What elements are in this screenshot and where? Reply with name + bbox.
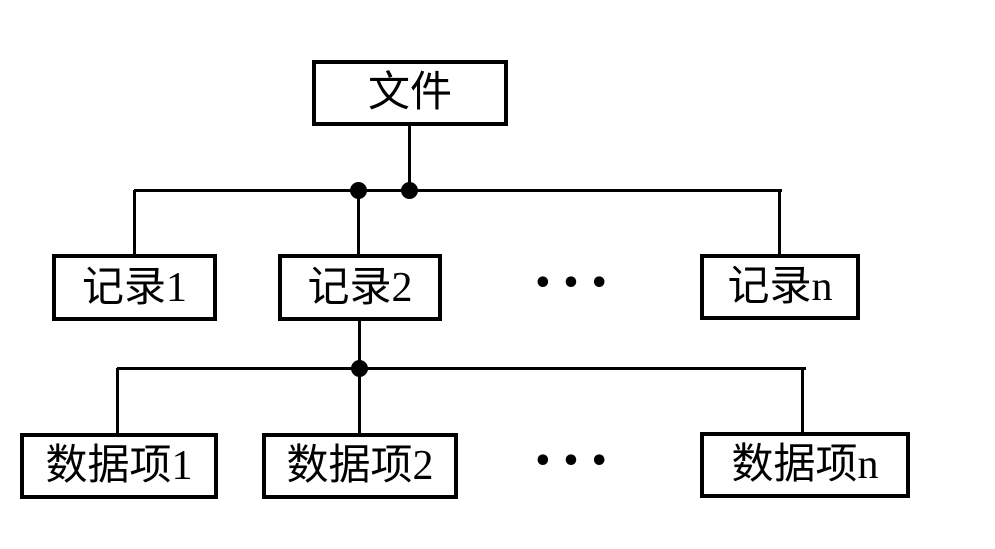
- data-item-n-label: 数据项n: [731, 442, 879, 488]
- connector-drop-data-item-2: [358, 368, 361, 435]
- connector-records-horizontal: [134, 189, 782, 192]
- record-2-label: 记录2: [307, 264, 413, 311]
- record-1-node: 记录1: [52, 254, 217, 321]
- junction-dot-record-2-branch: [350, 182, 367, 199]
- file-node: 文件: [312, 60, 508, 126]
- connector-drop-data-item-1: [116, 368, 119, 435]
- connector-drop-data-item-n: [801, 368, 804, 434]
- data-item-n-node: 数据项n: [700, 432, 910, 498]
- connector-items-horizontal: [117, 367, 806, 370]
- data-item-1-label: 数据项1: [45, 443, 193, 489]
- connector-drop-record-2: [357, 190, 360, 256]
- record-1-label: 记录1: [81, 264, 187, 311]
- connector-drop-record-n: [778, 190, 781, 256]
- data-item-1-node: 数据项1: [20, 433, 218, 499]
- file-node-label: 文件: [367, 70, 452, 116]
- connector-drop-record-1: [133, 190, 136, 256]
- connector-record-2-to-items: [358, 317, 361, 369]
- connector-file-to-records: [408, 124, 411, 190]
- junction-dot-file-join: [401, 182, 418, 199]
- record-n-node: 记录n: [700, 254, 860, 320]
- records-ellipsis: •••: [533, 266, 618, 301]
- data-item-2-label: 数据项2: [286, 443, 434, 489]
- record-n-label: 记录n: [727, 264, 833, 310]
- data-items-ellipsis: •••: [533, 444, 618, 479]
- record-2-node: 记录2: [278, 254, 442, 321]
- junction-dot-items-branch: [351, 360, 368, 377]
- data-item-2-node: 数据项2: [262, 433, 458, 499]
